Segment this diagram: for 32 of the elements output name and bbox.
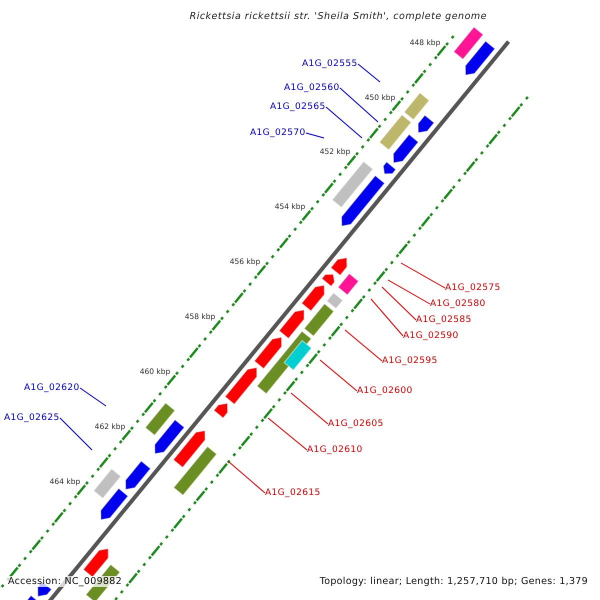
leader-line [370, 298, 404, 336]
gene-label: A1G_02600 [357, 386, 413, 396]
footer-text: Topology: linear; Length: 1,257,710 bp; Genes: 1,379 [318, 576, 590, 587]
leader-line [60, 418, 92, 450]
leader-line [344, 330, 382, 362]
leader-line [382, 286, 416, 320]
leader-line [306, 132, 324, 138]
leader-line [290, 392, 328, 424]
leader-line [326, 106, 362, 138]
gene-label: A1G_02625 [4, 413, 60, 423]
gene-label: A1G_02610 [307, 445, 363, 455]
leader-line [228, 462, 266, 494]
gene-label: A1G_02620 [24, 383, 80, 393]
leader-line [268, 418, 308, 450]
gene-label: A1G_02570 [250, 128, 306, 138]
gene-label: A1G_02615 [265, 488, 321, 498]
leader-line [80, 388, 106, 406]
gene-label: A1G_02595 [382, 356, 438, 366]
gene-label: A1G_02565 [270, 102, 326, 112]
leader-line [320, 360, 358, 392]
gene-label: A1G_02590 [403, 331, 459, 341]
gene-label: A1G_02575 [445, 283, 501, 293]
gene-label: A1G_02560 [284, 83, 340, 93]
gene-label: A1G_02555 [302, 59, 358, 69]
leader-line [400, 262, 446, 288]
leader-line [388, 280, 430, 304]
gene-label: A1G_02605 [328, 419, 384, 429]
leader-line [358, 64, 380, 82]
gene-label: A1G_02580 [430, 299, 486, 309]
leader-line [340, 88, 378, 122]
footer-text: Accession: NC_009882 [6, 576, 124, 587]
gene-label: A1G_02585 [416, 315, 472, 325]
